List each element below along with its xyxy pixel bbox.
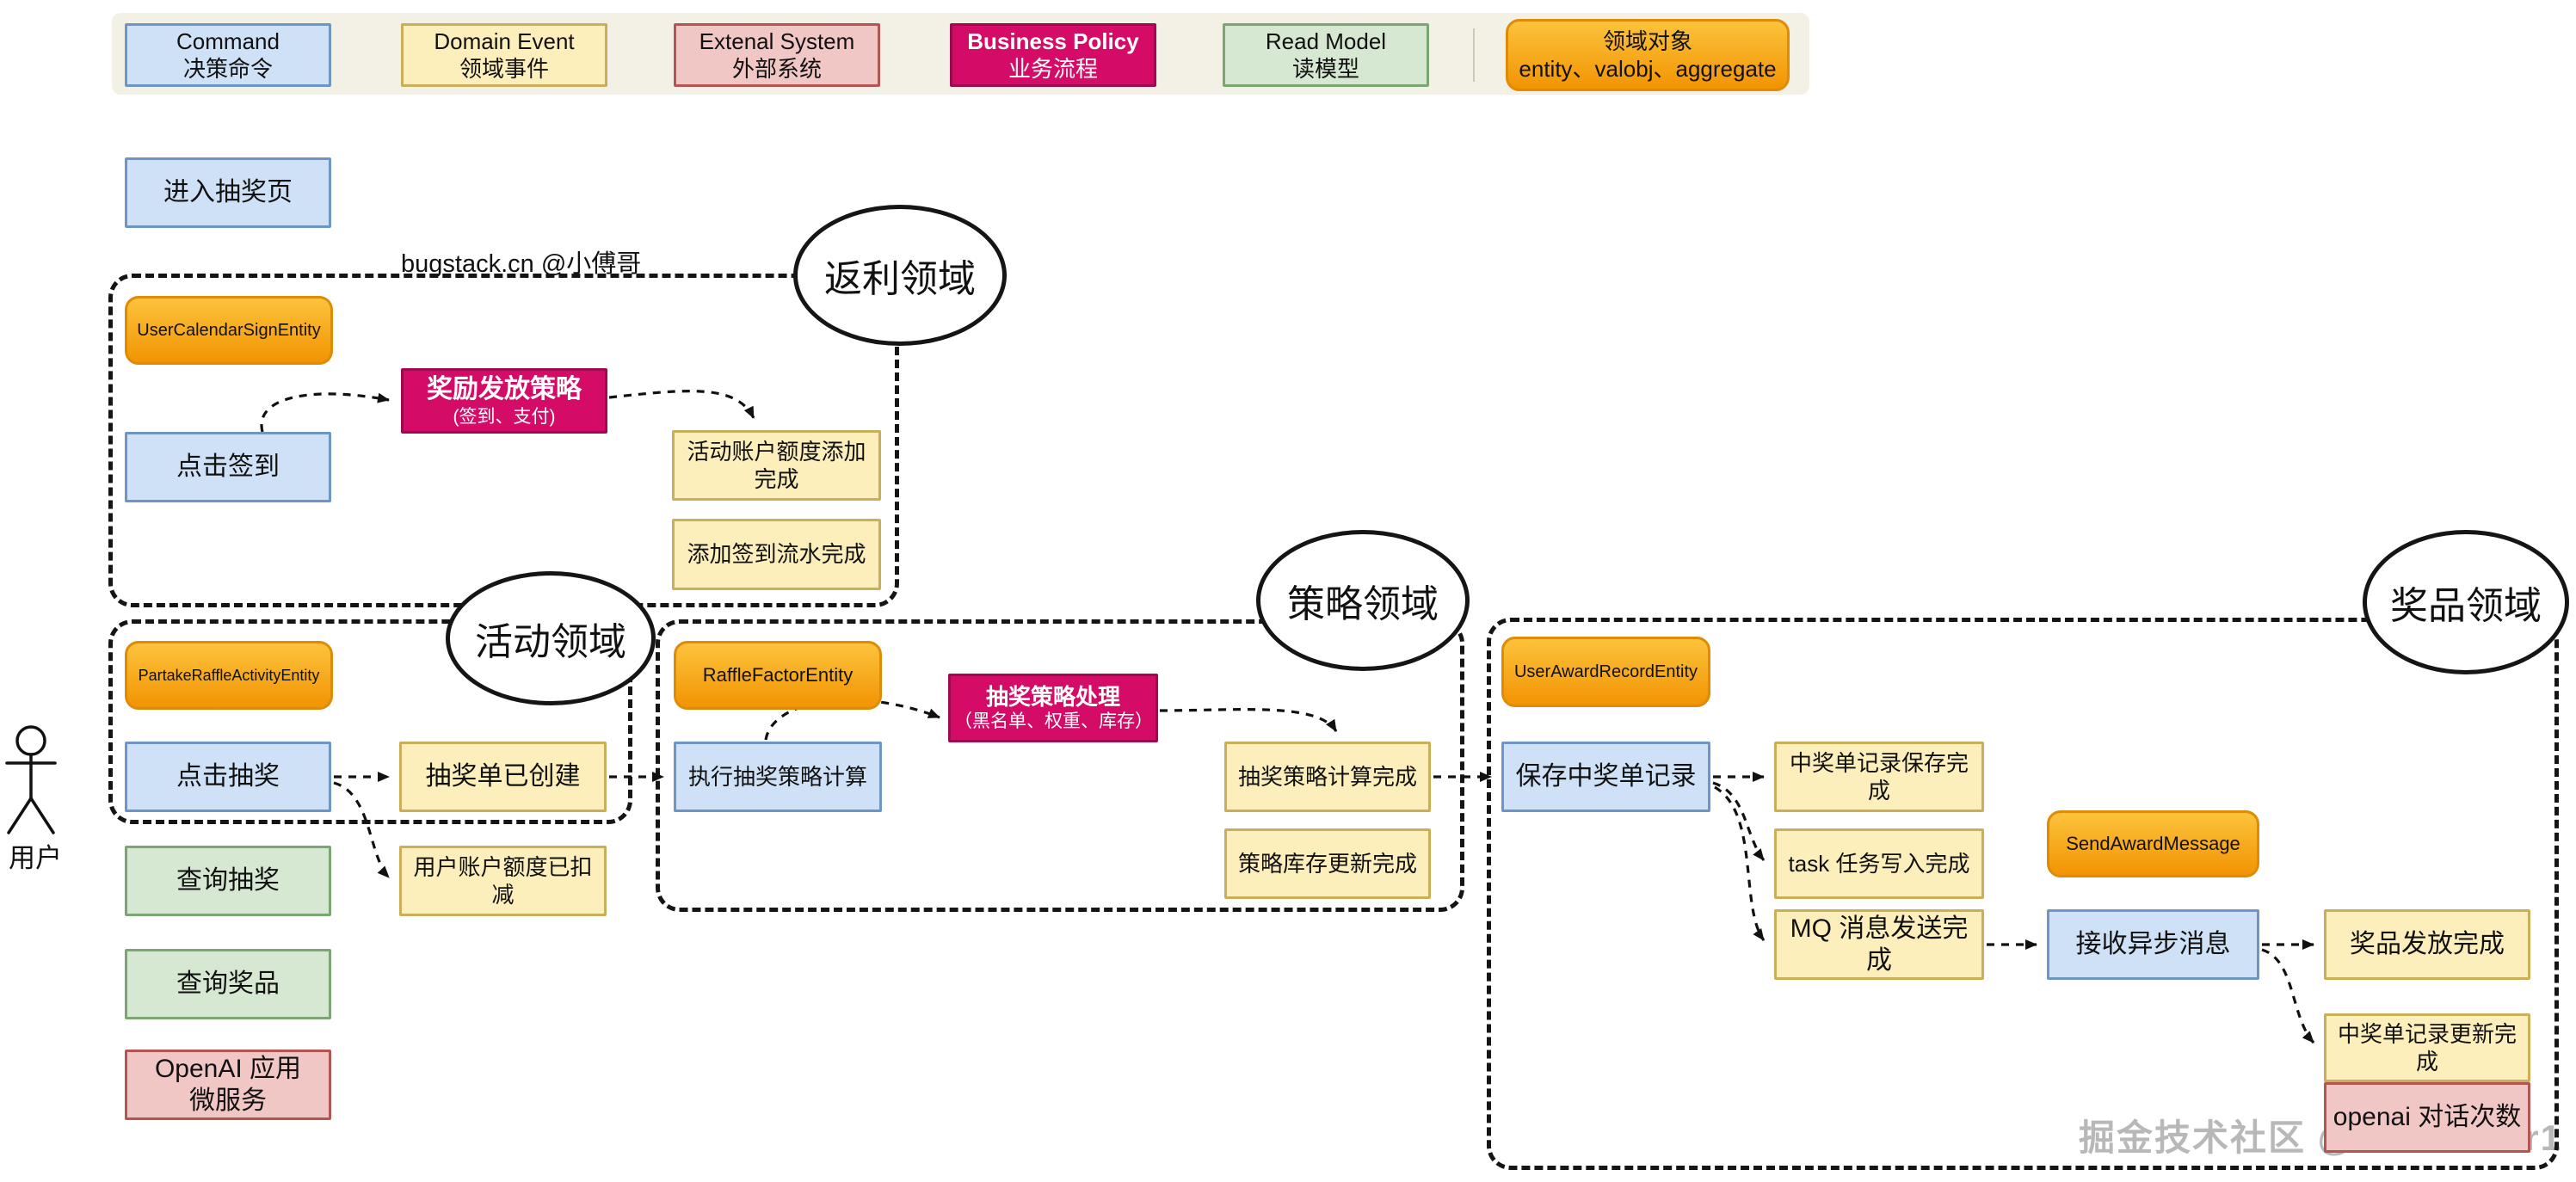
node-label: 执行抽奖策略计算 xyxy=(687,763,867,790)
domain-strategy-ellipse: 策略领域 xyxy=(1256,530,1470,671)
node-exec_strategy_calc: 执行抽奖策略计算 xyxy=(674,742,882,812)
node-label: 查询抽奖 xyxy=(176,866,280,896)
node-label: MQ 消息发送完成 xyxy=(1790,914,1969,976)
node-raffle_order_created: 抽奖单已创建 xyxy=(399,742,607,812)
node-label: 奖励发放策略 xyxy=(427,375,582,404)
node-query_award: 查询奖品 xyxy=(125,949,331,1019)
domain-award-ellipse: 奖品领域 xyxy=(2363,530,2569,674)
node-label: 中奖单记录更新完成 xyxy=(2337,1020,2517,1075)
node-mq_sent: MQ 消息发送完成 xyxy=(1774,909,1984,980)
node-label: 进入抽奖页 xyxy=(163,178,293,207)
node-recv_async_msg: 接收异步消息 xyxy=(2047,909,2259,980)
node-label: 抽奖单已创建 xyxy=(425,762,581,791)
node-label: (签到、支付) xyxy=(453,406,556,427)
node-label: 点击抽奖 xyxy=(176,762,280,791)
domain-label: 返利领域 xyxy=(824,258,976,300)
domain-award-container xyxy=(1487,618,2559,1170)
node-enter_raffle: 进入抽奖页 xyxy=(125,157,331,228)
legend-item-label: entity、valobj、aggregate xyxy=(1519,56,1777,82)
node-label: OpenAI 应用 xyxy=(154,1054,302,1083)
legend-item-label: Command xyxy=(176,28,280,54)
node-label: 查询奖品 xyxy=(176,970,280,999)
node-label: PartakeRaffleActivityEntity xyxy=(138,666,320,684)
node-label: 点击签到 xyxy=(176,452,280,482)
legend-item-label: 领域对象 xyxy=(1602,28,1692,54)
legend-item-label: Extenal System xyxy=(699,28,855,54)
node-label: 活动账户额度添加完成 xyxy=(687,438,866,493)
node-click_raffle: 点击抽奖 xyxy=(125,742,331,812)
node-user_award_record: UserAwardRecordEntity xyxy=(1501,637,1710,707)
node-user_quota_deducted: 用户账户额度已扣减 xyxy=(399,846,607,916)
legend-item-label: Business Policy xyxy=(967,28,1139,54)
node-label: 中奖单记录保存完成 xyxy=(1789,749,1969,804)
node-strategy_stock_updated: 策略库存更新完成 xyxy=(1224,828,1431,899)
node-label: 奖品发放完成 xyxy=(2350,930,2505,959)
node-label: 微服务 xyxy=(189,1087,267,1115)
node-label: RaffleFactorEntity xyxy=(702,664,854,686)
legend-item-label: Read Model xyxy=(1265,28,1387,54)
legend-divider xyxy=(1473,28,1475,82)
node-user_calendar_sign: UserCalendarSignEntity xyxy=(125,296,333,365)
node-label: （黑名单、权重、库存） xyxy=(954,711,1153,732)
node-click_sign: 点击签到 xyxy=(125,432,331,502)
user-actor-label: 用户 xyxy=(9,843,62,873)
node-label: UserCalendarSignEntity xyxy=(137,320,321,340)
node-label: UserAwardRecordEntity xyxy=(1513,662,1698,681)
node-award_issued: 奖品发放完成 xyxy=(2324,909,2530,980)
node-raffle_factor: RaffleFactorEntity xyxy=(674,641,882,710)
node-award_record_saved: 中奖单记录保存完成 xyxy=(1774,742,1984,812)
node-label: task 任务写入完成 xyxy=(1788,850,1970,877)
legend-item-label: 决策命令 xyxy=(182,56,273,82)
node-account_quota_added: 活动账户额度添加完成 xyxy=(672,430,881,501)
node-task_written: task 任务写入完成 xyxy=(1774,828,1984,899)
domain-strategy-container xyxy=(656,619,1464,912)
domain-rebate-ellipse: 返利领域 xyxy=(793,205,1007,346)
node-strategy_calc_done: 抽奖策略计算完成 xyxy=(1224,742,1431,812)
node-partake_entity: PartakeRaffleActivityEntity xyxy=(125,641,333,710)
node-label: 策略库存更新完成 xyxy=(1237,850,1417,877)
node-label: 添加签到流水完成 xyxy=(687,541,866,568)
legend-item-label: 外部系统 xyxy=(731,56,822,82)
user-actor-icon xyxy=(5,725,57,834)
node-query_raffle: 查询抽奖 xyxy=(125,846,331,916)
node-raffle_strategy_process: 抽奖策略处理（黑名单、权重、库存） xyxy=(948,674,1158,742)
legend-item-label: 读模型 xyxy=(1291,56,1359,82)
node-openai_app: OpenAI 应用微服务 xyxy=(125,1050,331,1120)
node-label: 用户账户额度已扣减 xyxy=(413,853,593,908)
legend-item-label: 领域事件 xyxy=(459,56,549,82)
node-label: SendAwardMessage xyxy=(2066,833,2240,855)
node-send_award_message: SendAwardMessage xyxy=(2047,810,2259,877)
credit-note: bugstack.cn @小傅哥 xyxy=(401,250,642,278)
node-award_record_updated: 中奖单记录更新完成 xyxy=(2324,1013,2530,1082)
node-label: 抽奖策略处理 xyxy=(985,683,1120,710)
legend-item-label: Domain Event xyxy=(434,28,575,54)
node-reward_policy: 奖励发放策略(签到、支付) xyxy=(401,368,607,434)
node-sign_flow_added: 添加签到流水完成 xyxy=(672,519,881,590)
domain-label: 活动领域 xyxy=(475,621,626,663)
node-save_award_record: 保存中奖单记录 xyxy=(1501,742,1710,812)
domain-label: 策略领域 xyxy=(1287,583,1439,625)
domain-label: 奖品领域 xyxy=(2390,585,2542,627)
legend-item-label: 业务流程 xyxy=(1008,56,1098,82)
domain-activity-ellipse: 活动领域 xyxy=(446,571,656,705)
node-label: 抽奖策略计算完成 xyxy=(1237,763,1417,790)
node-label: 保存中奖单记录 xyxy=(1515,762,1697,791)
node-label: 接收异步消息 xyxy=(2075,930,2231,959)
node-label: openai 对话次数 xyxy=(2333,1103,2522,1132)
node-openai_chat_count: openai 对话次数 xyxy=(2324,1082,2530,1153)
